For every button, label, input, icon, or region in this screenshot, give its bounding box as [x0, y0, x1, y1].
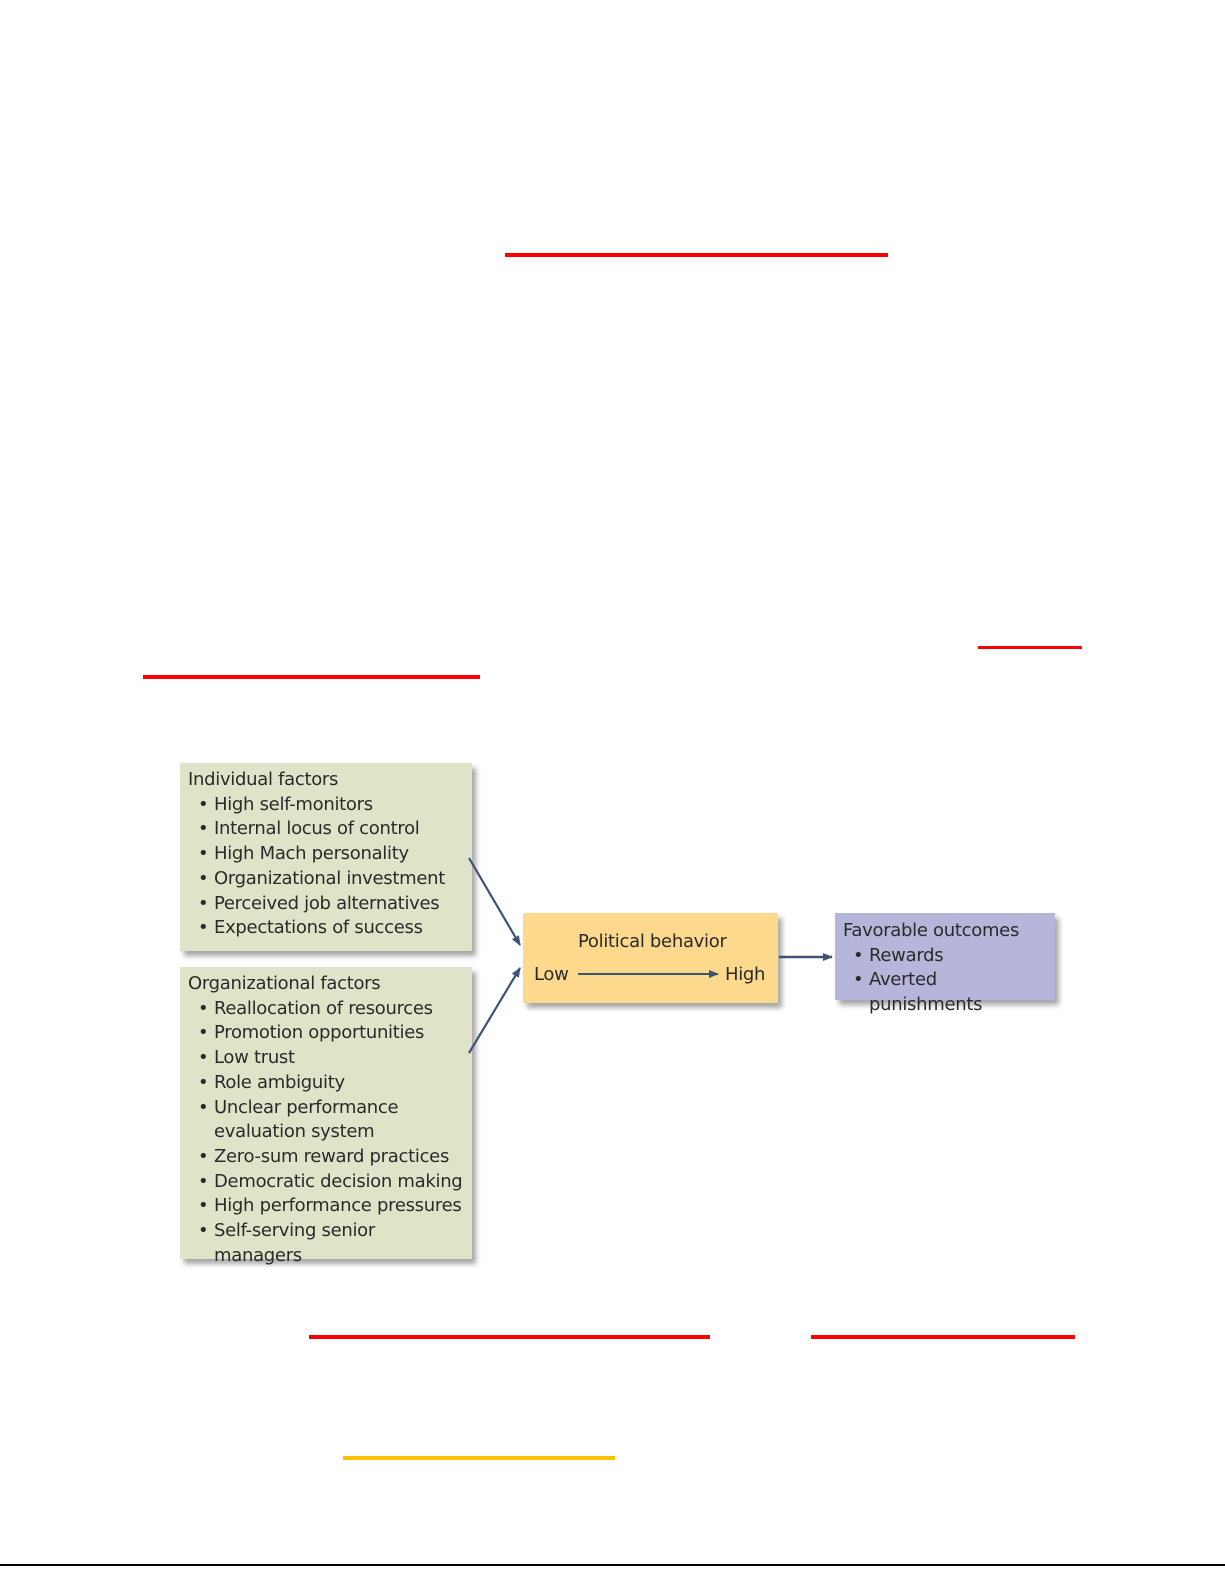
organizational-factors-title: Organizational factors: [188, 973, 381, 994]
political-behavior-box: Political behavior Low High: [523, 913, 778, 1003]
list-item: High performance pressures: [188, 1194, 468, 1219]
favorable-outcomes-title: Favorable outcomes: [843, 920, 1020, 941]
political-behavior-title: Political behavior: [578, 931, 727, 952]
list-item: Organizational investment: [188, 867, 468, 892]
page-bottom-rule: [0, 1564, 1225, 1566]
list-item: High self-monitors: [188, 793, 468, 818]
list-item: Democratic decision making: [188, 1170, 468, 1195]
favorable-outcomes-box: Favorable outcomes Rewards Averted punis…: [835, 913, 1055, 1015]
list-item: Role ambiguity: [188, 1071, 468, 1096]
list-item: Reallocation of resources: [188, 997, 468, 1022]
individual-factors-title: Individual factors: [188, 769, 339, 790]
underline: [811, 1335, 1075, 1339]
underline: [143, 675, 480, 679]
arrow-individual-to-behavior: [468, 857, 521, 946]
scale-high-label: High: [725, 964, 766, 985]
list-item: Promotion opportunities: [188, 1021, 468, 1046]
list-item: Averted punishments: [843, 968, 1055, 1017]
list-item: Unclear performance: [188, 1096, 468, 1121]
list-item: Rewards: [843, 944, 1055, 969]
list-item: Zero-sum reward practices: [188, 1145, 468, 1170]
list-item: Perceived job alternatives: [188, 892, 468, 917]
list-item: Low trust: [188, 1046, 468, 1071]
list-item: Self-serving senior managers: [188, 1219, 468, 1268]
list-item: High Mach personality: [188, 842, 468, 867]
scale-low-label: Low: [534, 964, 569, 985]
organizational-factors-box: Organizational factors Reallocation of r…: [180, 967, 472, 1266]
list-item: Expectations of success: [188, 916, 468, 941]
underline: [505, 253, 888, 257]
individual-factors-box: Individual factors High self-monitors In…: [180, 763, 472, 951]
list-item: Internal locus of control: [188, 817, 468, 842]
underline: [978, 646, 1082, 649]
underline: [309, 1335, 710, 1339]
underline: [343, 1456, 615, 1460]
arrow-organizational-to-behavior: [468, 967, 521, 1054]
list-item-continuation: evaluation system: [214, 1121, 375, 1143]
